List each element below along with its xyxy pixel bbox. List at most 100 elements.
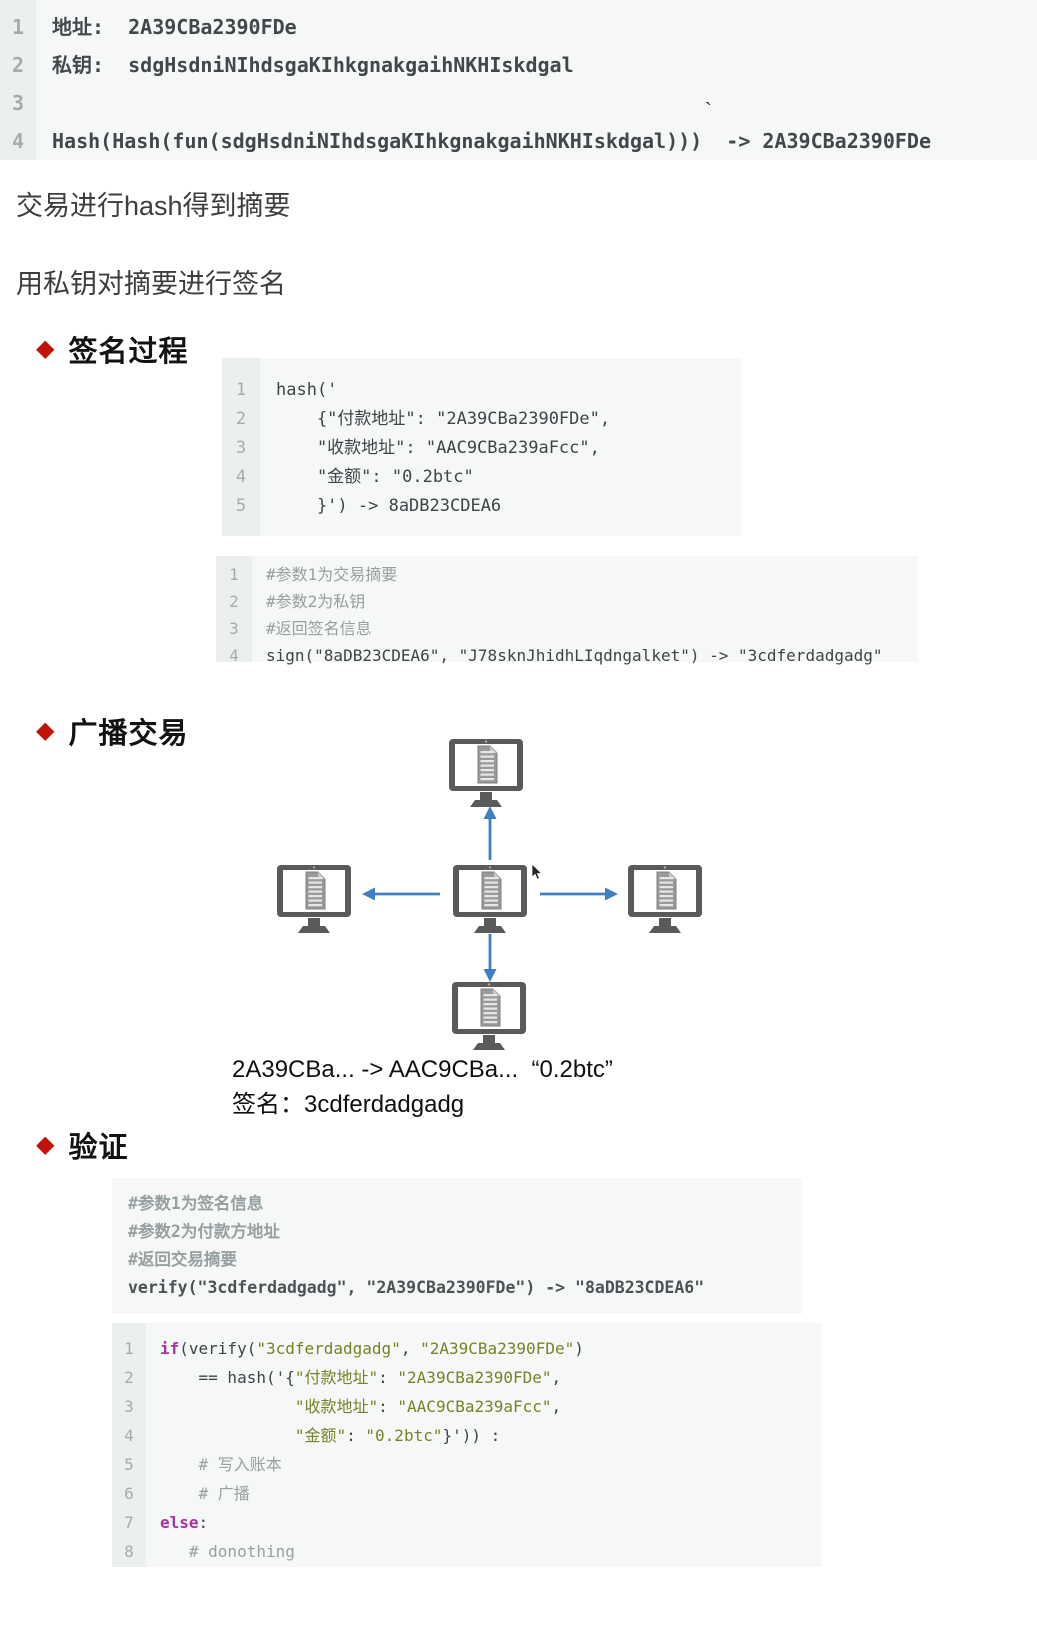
- code-comment: #参数2为私钥: [266, 592, 366, 611]
- code-comment: #参数1为签名信息: [128, 1194, 264, 1213]
- line-number: 4: [124, 1426, 134, 1445]
- caption-signature: 签名：3cdferdadgadg: [232, 1091, 465, 1118]
- code-comment: #返回签名信息: [266, 619, 372, 638]
- code-line: 2 私钥: sdgHsdniNIhdsgaKIhkgnakgaihNKHIskd…: [0, 46, 1037, 84]
- code-line: verify("3cdferdadgadg", "2A39CBa2390FDe"…: [128, 1274, 802, 1302]
- code-line: 5 # 写入账本: [112, 1450, 822, 1479]
- code-comment: # 写入账本: [160, 1455, 282, 1474]
- line-number: 6: [124, 1484, 134, 1503]
- code-text: 私钥: sdgHsdniNIhdsgaKIhkgnakgaihNKHIskdga…: [52, 53, 574, 77]
- string-literal: "3cdferdadgadg": [256, 1339, 401, 1358]
- section-heading-sign-process: ◆ 签名过程: [36, 328, 188, 370]
- code-text: [160, 1397, 295, 1416]
- line-number-gutter: [222, 358, 260, 536]
- verify-code-block: #参数1为签名信息 #参数2为付款方地址 #返回交易摘要 verify("3cd…: [112, 1178, 802, 1314]
- arrow-left-icon: [362, 887, 440, 901]
- verify-if-code-block: 1 if(verify("3cdferdadgadg", "2A39CBa239…: [112, 1323, 822, 1567]
- line-number: 1: [235, 380, 247, 400]
- diamond-icon: ◆: [36, 335, 55, 362]
- line-number-gutter: [112, 1323, 146, 1567]
- code-line: 4 "金额": "0.2btc": [222, 463, 742, 492]
- code-line: 7 else:: [112, 1508, 822, 1537]
- keyword: else: [160, 1513, 199, 1532]
- line-number: 4: [229, 646, 239, 665]
- network-node-left: [276, 864, 352, 936]
- network-node-right: [627, 864, 703, 936]
- code-text: verify("3cdferdadgadg", "2A39CBa2390FDe"…: [128, 1278, 705, 1297]
- string-literal: "AAC9CBa239aFcc": [397, 1397, 552, 1416]
- diamond-icon: ◆: [36, 1131, 55, 1158]
- code-comment: # donothing: [160, 1542, 295, 1561]
- code-text: Hash(Hash(fun(sdgHsdniNIhdsgaKIhkgnakgai…: [52, 129, 931, 153]
- line-number: 5: [124, 1455, 134, 1474]
- code-text: :: [346, 1426, 366, 1445]
- code-line: 5 }') -> 8aDB23CDEA6: [222, 492, 742, 521]
- code-line: 3 "收款地址": "AAC9CBa239aFcc",: [112, 1392, 822, 1421]
- code-line: 4 sign("8aDB23CDEA6", "J78sknJhidhLIqdng…: [216, 642, 918, 669]
- line-number: 7: [124, 1513, 134, 1532]
- code-line: 4 "金额": "0.2btc"}')) :: [112, 1421, 822, 1450]
- code-text: "收款地址": "AAC9CBa239aFcc",: [276, 438, 600, 458]
- code-line: 8 # donothing: [112, 1537, 822, 1566]
- code-line: 3 "收款地址": "AAC9CBa239aFcc",: [222, 434, 742, 463]
- line-number: 4: [11, 129, 25, 153]
- code-text: sign("8aDB23CDEA6", "J78sknJhidhLIqdngal…: [266, 646, 883, 665]
- line-number: 3: [235, 438, 247, 458]
- computer-ledger-icon: [453, 865, 527, 933]
- code-comment: #参数2为付款方地址: [128, 1222, 280, 1241]
- code-text: }') -> 8aDB23CDEA6: [276, 496, 502, 516]
- network-node-bottom: [451, 981, 527, 1053]
- code-line: 4 Hash(Hash(fun(sdgHsdniNIhdsgaKIhkgnakg…: [0, 122, 1037, 160]
- broadcast-caption: 2A39CBa... -> AAC9CBa... “0.2btc” 签名：3cd…: [232, 1052, 613, 1122]
- mouse-cursor-icon: [531, 864, 543, 880]
- section-title: 验证: [68, 1132, 129, 1164]
- code-text: == hash('{: [160, 1368, 295, 1387]
- section-title: 广播交易: [68, 718, 189, 750]
- code-text: :: [378, 1368, 398, 1387]
- section-heading-broadcast: ◆ 广播交易: [36, 710, 188, 752]
- string-literal: "金额": [294, 1426, 347, 1445]
- code-line: #返回交易摘要: [128, 1246, 802, 1274]
- code-text: [160, 1426, 295, 1445]
- code-text: ): [574, 1339, 584, 1358]
- computer-ledger-icon: [628, 865, 702, 933]
- code-text: ,: [551, 1397, 562, 1416]
- line-number: 5: [235, 496, 247, 516]
- code-line: 3 #返回签名信息: [216, 615, 918, 642]
- computer-ledger-icon: [277, 865, 351, 933]
- code-line: 1 地址: 2A39CBa2390FDe: [0, 8, 1037, 46]
- computer-ledger-icon: [449, 739, 523, 807]
- code-comment: # 广播: [160, 1484, 250, 1503]
- section-heading-verify: ◆ 验证: [36, 1124, 128, 1166]
- code-text: hash(': [276, 380, 338, 400]
- code-text: ,: [400, 1339, 421, 1358]
- line-number: 3: [124, 1397, 134, 1416]
- string-literal: "0.2btc": [365, 1426, 443, 1445]
- line-number: 3: [229, 619, 239, 638]
- code-text: [36, 84, 52, 122]
- line-number: 2: [11, 53, 25, 77]
- code-line: #参数2为付款方地址: [128, 1218, 802, 1246]
- line-number: 2: [235, 409, 247, 429]
- line-number: 2: [124, 1368, 134, 1387]
- line-number: 3: [11, 91, 25, 115]
- arrow-down-icon: [483, 934, 497, 982]
- line-number: 1: [124, 1339, 134, 1358]
- arrow-right-icon: [540, 887, 618, 901]
- code-comment: #返回交易摘要: [128, 1250, 237, 1269]
- code-text: ,: [551, 1368, 562, 1387]
- string-literal: "收款地址": [294, 1397, 379, 1416]
- code-line: 2 {"付款地址": "2A39CBa2390FDe",: [222, 405, 742, 434]
- code-line: 1 #参数1为交易摘要: [216, 561, 918, 588]
- code-text: 地址: 2A39CBa2390FDe: [52, 15, 297, 39]
- stray-tick-mark: `: [705, 100, 712, 122]
- sign-code-block: 1 #参数1为交易摘要 2 #参数2为私钥 3 #返回签名信息 4 sign("…: [216, 556, 918, 665]
- line-number: 2: [229, 592, 239, 611]
- string-literal: "2A39CBa2390FDe": [397, 1368, 552, 1387]
- code-line: 2 #参数2为私钥: [216, 588, 918, 615]
- hash-code-block: 1 hash(' 2 {"付款地址": "2A39CBa2390FDe", 3 …: [222, 358, 742, 536]
- code-text: :: [378, 1397, 398, 1416]
- code-line: 1 hash(': [222, 376, 742, 405]
- code-line: 2 == hash('{"付款地址": "2A39CBa2390FDe",: [112, 1363, 822, 1392]
